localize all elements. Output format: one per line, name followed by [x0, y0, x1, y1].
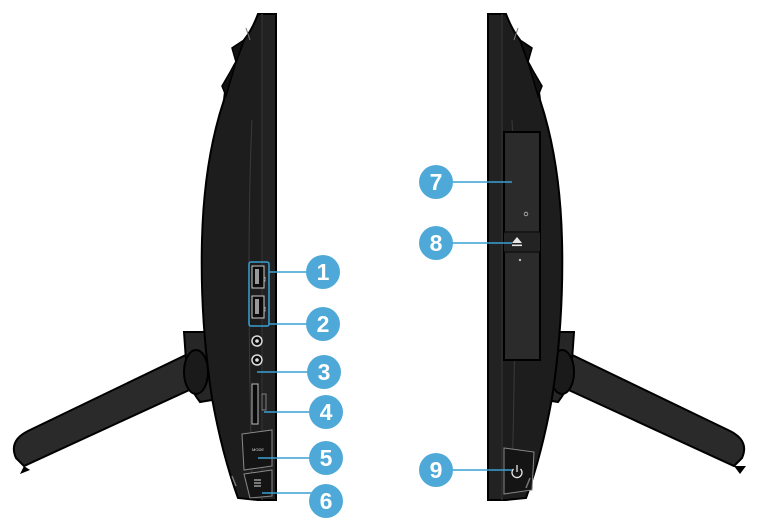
callout-8: 8 [419, 226, 453, 260]
menu-button[interactable] [243, 469, 273, 499]
callout-1: 1 [306, 255, 340, 289]
left-leader-lines [257, 271, 312, 494]
right-leader-lines [450, 181, 512, 471]
eject-button[interactable] [504, 233, 540, 251]
callout-6-number: 6 [320, 488, 333, 514]
right-side-view [450, 13, 746, 501]
right-front-bezel [487, 13, 503, 501]
callout-3-number: 3 [318, 359, 331, 385]
callout-5: 5 [309, 441, 343, 475]
left-front-bezel [261, 13, 277, 501]
callout-1-number: 1 [317, 259, 330, 285]
callout-4: 4 [309, 395, 343, 429]
left-side-view: SS SS MODE [12, 13, 312, 501]
menu-icon [254, 479, 261, 487]
mode-button[interactable] [241, 429, 273, 471]
power-button[interactable] [503, 447, 535, 495]
card-reader-slot[interactable] [251, 383, 259, 425]
callout-7: 7 [419, 165, 453, 199]
callout-4-number: 4 [320, 399, 333, 425]
callout-8-number: 8 [430, 230, 443, 256]
callout-6: 6 [309, 484, 343, 518]
callout-5-number: 5 [320, 445, 333, 471]
right-stand-leg [556, 350, 746, 468]
left-stand-leg [12, 350, 202, 468]
callout-7-number: 7 [430, 169, 443, 195]
power-icon [511, 465, 523, 479]
svg-text:SS: SS [262, 276, 267, 282]
callout-2: 2 [306, 307, 340, 341]
eject-icon [512, 237, 522, 247]
callout-2-number: 2 [317, 311, 330, 337]
callout-9: 9 [419, 453, 453, 487]
svg-text:SS: SS [262, 306, 267, 312]
mode-button-label: MODE [252, 447, 264, 452]
usb-ports-group [248, 261, 270, 327]
callout-3: 3 [307, 355, 341, 389]
callout-9-number: 9 [430, 457, 443, 483]
